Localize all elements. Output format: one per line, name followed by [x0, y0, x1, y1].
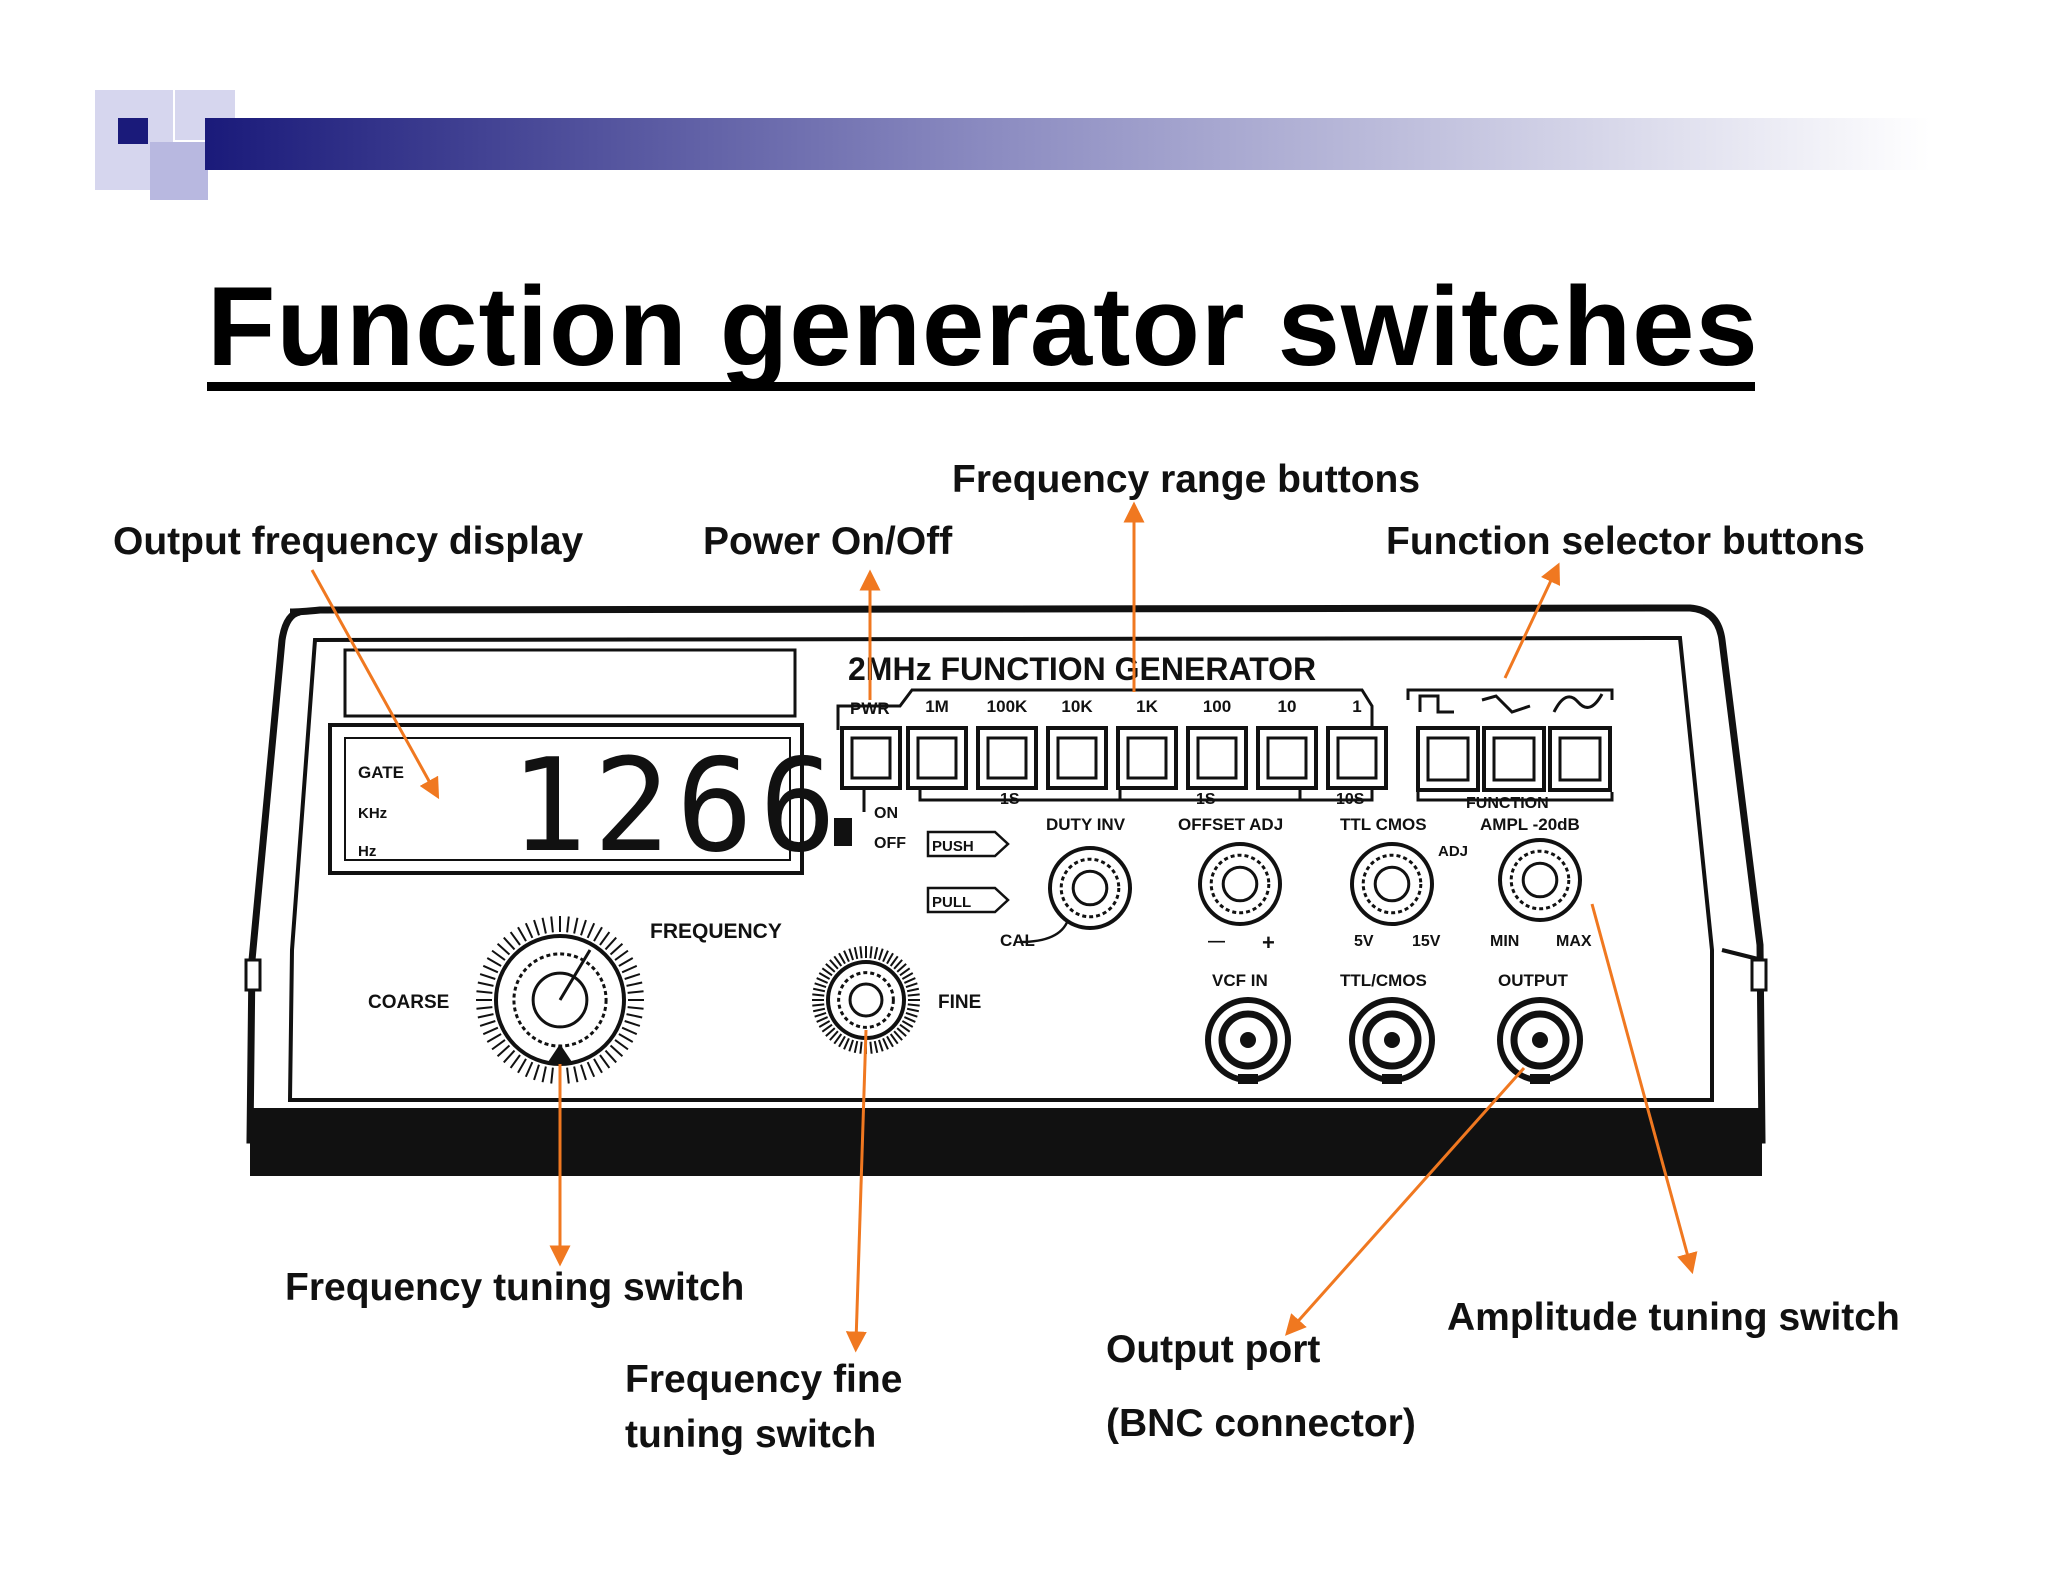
callout-amplitude-tuning-switch: Amplitude tuning switch: [1447, 1296, 1900, 1339]
function-selector-group: FUNCTION: [1406, 688, 1614, 812]
range-button-1k[interactable]: [1116, 726, 1178, 790]
callout-frequency-fine-line2: tuning switch: [625, 1413, 877, 1456]
label-strip: [343, 648, 797, 718]
callout-frequency-fine-line1: Frequency fine: [625, 1358, 903, 1401]
ttl-label: TTL CMOS: [1340, 815, 1427, 834]
arrow-function: [1503, 562, 1561, 679]
power-off-label: OFF: [874, 835, 906, 852]
power-button[interactable]: [840, 726, 902, 790]
gate-time-3: 10S: [1336, 791, 1365, 808]
sine-wave-icon: [1552, 693, 1604, 713]
offset-label: OFFSET ADJ: [1178, 815, 1283, 834]
knob-labels: DUTY INV OFFSET ADJ TTL CMOS AMPL -20dB …: [368, 815, 1592, 1013]
function-button-square-wave[interactable]: [1416, 726, 1480, 792]
ttl-cmos-label: TTL/CMOS: [1340, 971, 1427, 990]
range-label-1m: 1M: [925, 697, 949, 716]
function-button-sine-wave[interactable]: [1548, 726, 1612, 792]
range-button-100k[interactable]: [976, 726, 1038, 790]
callout-power-on-off: Power On/Off: [703, 520, 953, 563]
range-label-10k: 10K: [1061, 697, 1093, 716]
power-label: PWR: [850, 699, 890, 718]
duty-knob[interactable]: [1048, 846, 1132, 930]
connector-labels: VCF IN TTL/CMOS OUTPUT: [1212, 971, 1569, 990]
callout-frequency-range-buttons: Frequency range buttons: [952, 458, 1421, 501]
callout-function-selector-buttons: Function selector buttons: [1386, 520, 1865, 563]
v15-label: 15V: [1412, 933, 1441, 950]
power-on-label: ON: [874, 805, 898, 822]
ttl-cmos-connector[interactable]: [1349, 997, 1435, 1084]
range-button-10k[interactable]: [1046, 726, 1108, 790]
vcf-in-connector[interactable]: [1205, 997, 1291, 1084]
display-value: 1266: [510, 732, 842, 881]
triangle-wave-icon: [1481, 694, 1531, 714]
output-label: OUTPUT: [1498, 971, 1569, 990]
frequency-label: FREQUENCY: [650, 920, 782, 943]
fine-label: FINE: [938, 992, 981, 1013]
power-switch-labels: ON OFF PUSH PULL: [834, 790, 1010, 914]
coarse-label: COARSE: [368, 992, 449, 1013]
max-label: MAX: [1556, 933, 1592, 950]
range-button-10[interactable]: [1256, 726, 1318, 790]
vcf-in-label: VCF IN: [1212, 971, 1268, 990]
fine-frequency-knob[interactable]: [812, 946, 920, 1054]
range-label-1: 1: [1352, 697, 1361, 716]
callout-output-frequency-display: Output frequency display: [113, 520, 584, 563]
range-label-100k: 100K: [987, 697, 1028, 716]
range-button-1[interactable]: [1326, 726, 1388, 790]
frequency-display: 1266 GATE KHz Hz: [328, 723, 842, 881]
duty-label: DUTY INV: [1046, 815, 1126, 834]
unit-gate: GATE: [358, 763, 404, 782]
range-button-1m[interactable]: [906, 726, 968, 790]
offset-minus-label: —: [1208, 931, 1225, 950]
callout-frequency-tuning-switch: Frequency tuning switch: [285, 1266, 745, 1309]
cal-label: CAL: [1000, 931, 1035, 950]
offset-knob[interactable]: [1198, 842, 1282, 926]
range-label-100: 100: [1203, 697, 1231, 716]
range-label-10: 10: [1278, 697, 1297, 716]
square-wave-icon: [1418, 694, 1454, 714]
gate-time-1: 1S: [1000, 791, 1020, 808]
title-underline: [207, 382, 1755, 391]
offset-plus-label: +: [1262, 930, 1275, 955]
range-label-1k: 1K: [1136, 697, 1158, 716]
arrow-display: [310, 569, 440, 800]
push-label: PUSH: [932, 838, 974, 855]
callout-output-port-line2: (BNC connector): [1106, 1402, 1416, 1445]
min-label: MIN: [1490, 933, 1519, 950]
output-connector[interactable]: [1497, 997, 1583, 1084]
v5-label: 5V: [1354, 933, 1374, 950]
model-label: 2MHz FUNCTION GENERATOR: [848, 651, 1316, 687]
ttl-cmos-adj-knob[interactable]: [1350, 842, 1434, 926]
header-banner: [95, 90, 1930, 200]
function-button-triangle-wave[interactable]: [1482, 726, 1546, 792]
range-button-row: PWR 1M 100K 10K 1K 100 10 1 1S 1S 10S: [836, 688, 1388, 808]
range-button-100[interactable]: [1186, 726, 1248, 790]
arrow-fine: [845, 1029, 868, 1353]
arrow-amplitude: [1590, 903, 1698, 1275]
function-label: FUNCTION: [1466, 795, 1549, 812]
adj-label: ADJ: [1438, 843, 1468, 860]
amplitude-knob[interactable]: [1498, 838, 1582, 922]
gate-time-2: 1S: [1196, 791, 1216, 808]
pull-label: PULL: [932, 894, 971, 911]
ampl-label: AMPL -20dB: [1480, 815, 1580, 834]
slide-title: Function generator switches: [207, 264, 1759, 389]
unit-hz: Hz: [358, 843, 376, 860]
power-lock-icon: [834, 818, 852, 846]
callout-arrows: [310, 501, 1698, 1353]
arrow-output: [1285, 1067, 1526, 1336]
callout-output-port-line1: Output port: [1106, 1328, 1321, 1371]
coarse-frequency-knob[interactable]: [476, 916, 644, 1084]
unit-khz: KHz: [358, 805, 387, 822]
